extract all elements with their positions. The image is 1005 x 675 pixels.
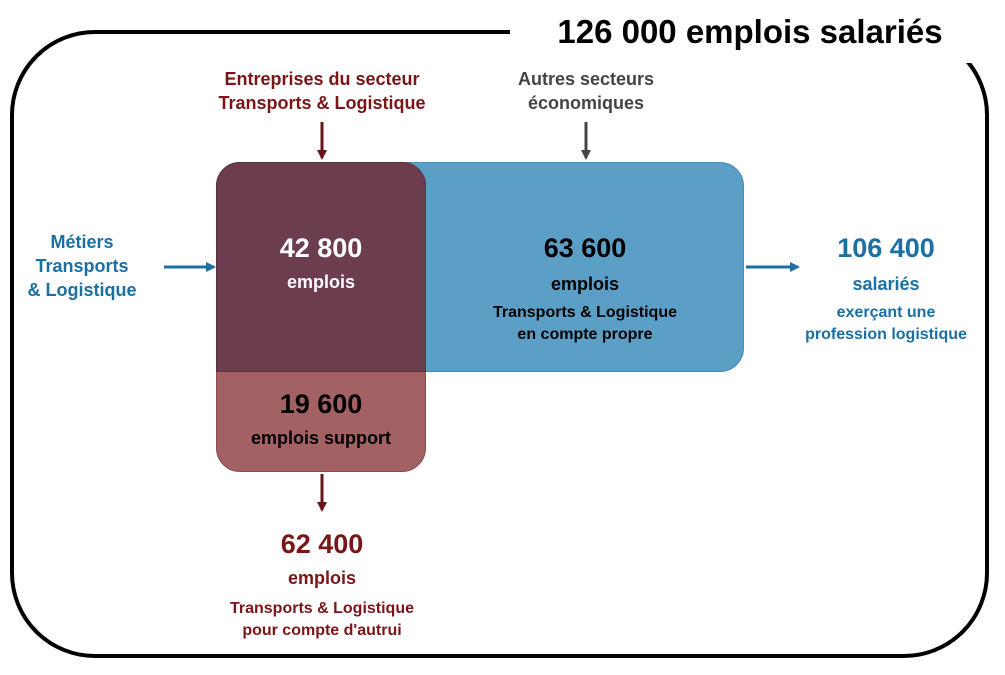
label-entreprises-secteur: Entreprises du secteur Transports & Logi… [172,67,472,115]
label-entreprises-line2: Transports & Logistique [218,93,426,113]
overlap-unit: emplois [286,272,356,292]
label-metiers-line2: Transports [35,256,129,276]
label-metiers-line1: Métiers [50,232,114,252]
label-metiers-line3: & Logistique [27,280,137,300]
support-value: 19 600 [279,389,363,419]
label-entreprises-line1: Entreprises du secteur [224,69,420,89]
blue-desc-line2: en compte propre [517,326,653,343]
right-desc-line2: profession logistique [805,326,967,343]
right-desc-line1: exerçant une [836,304,936,321]
bottom-content: 62 400 emplois Transports & Logistique p… [162,528,482,642]
bottom-desc-line1: Transports & Logistique [229,600,414,617]
blue-content: 63 600 emplois Transports & Logistique e… [426,232,744,346]
page-title: 126 000 emplois salariés [557,13,943,50]
blue-unit: emplois [550,274,620,294]
right-value: 106 400 [837,233,935,263]
support-unit: emplois support [250,428,391,448]
blue-desc-line1: Transports & Logistique [492,304,677,321]
title-mask [510,8,980,63]
support-content: 19 600 emplois support [216,388,426,450]
blue-value: 63 600 [543,233,627,263]
bottom-desc-line2: pour compte d'autrui [242,622,402,639]
overlap-content: 42 800 emplois [216,232,426,294]
outer-frame [10,30,989,658]
label-metiers: Métiers Transports & Logistique [12,230,152,302]
label-autres-line2: économiques [527,93,645,113]
bottom-value: 62 400 [280,529,364,559]
label-autres-line1: Autres secteurs [517,69,655,89]
right-content: 106 400 salariés exerçant une profession… [776,232,996,346]
overlap-box [216,162,426,372]
right-unit: salariés [852,274,920,294]
overlap-value: 42 800 [279,233,363,263]
label-autres-secteurs: Autres secteurs économiques [466,67,706,115]
bottom-unit: emplois [287,568,357,588]
